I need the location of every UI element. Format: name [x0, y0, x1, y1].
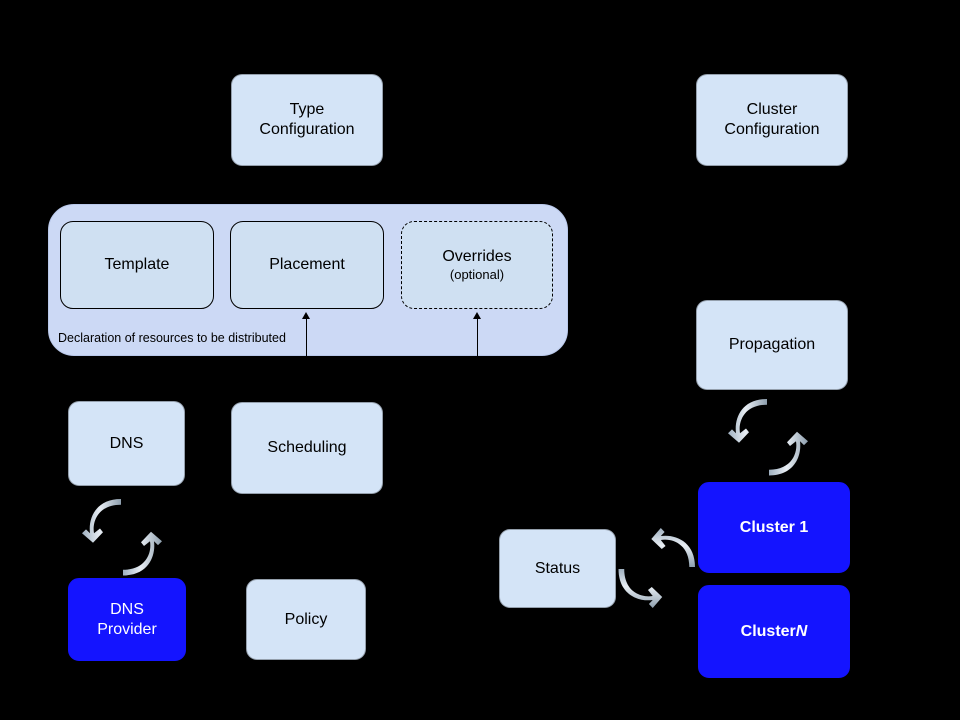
node-overrides-sublabel: (optional) — [449, 266, 505, 282]
node-placement[interactable]: Placement — [230, 221, 384, 309]
node-cluster-1-label: Cluster 1 — [739, 518, 809, 536]
arrowhead-placement-up — [301, 312, 310, 319]
node-dns-provider[interactable]: DNS Provider — [68, 578, 186, 661]
node-cluster-configuration-label: Cluster Configuration — [724, 101, 820, 138]
node-type-configuration-label: Type Configuration — [259, 101, 355, 138]
node-scheduling[interactable]: Scheduling — [231, 402, 383, 494]
connector-policy-to-overrides — [477, 318, 478, 356]
node-template-label: Template — [104, 256, 170, 274]
sync-arrows-icon-status — [618, 528, 696, 608]
node-cluster-configuration[interactable]: Cluster Configuration — [696, 74, 848, 166]
arrowhead-overrides-up — [472, 312, 481, 319]
node-policy[interactable]: Policy — [246, 579, 366, 660]
node-placement-label: Placement — [269, 256, 345, 274]
node-cluster-n[interactable]: Cluster N — [698, 585, 850, 678]
node-cluster-n-prefix: Cluster — [740, 622, 796, 640]
node-status-label: Status — [534, 559, 581, 577]
group-caption: Declaration of resources to be distribut… — [58, 331, 286, 345]
node-policy-label: Policy — [284, 610, 328, 628]
node-template[interactable]: Template — [60, 221, 214, 309]
node-status[interactable]: Status — [499, 529, 616, 608]
connector-scheduling-to-placement — [306, 318, 307, 356]
node-scheduling-label: Scheduling — [267, 439, 347, 457]
node-type-configuration[interactable]: Type Configuration — [231, 74, 383, 166]
node-cluster-1[interactable]: Cluster 1 — [698, 482, 850, 573]
node-dns-provider-label: DNS Provider — [97, 600, 157, 638]
sync-arrows-icon-propagation — [728, 399, 808, 476]
node-propagation[interactable]: Propagation — [696, 300, 848, 390]
sync-arrows-icon-dns — [82, 499, 162, 576]
node-dns[interactable]: DNS — [68, 401, 185, 486]
node-cluster-n-italic: N — [795, 622, 808, 640]
node-dns-label: DNS — [109, 434, 144, 452]
node-propagation-label: Propagation — [728, 336, 816, 354]
node-overrides[interactable]: Overrides (optional) — [401, 221, 553, 309]
node-overrides-label: Overrides — [442, 248, 512, 266]
